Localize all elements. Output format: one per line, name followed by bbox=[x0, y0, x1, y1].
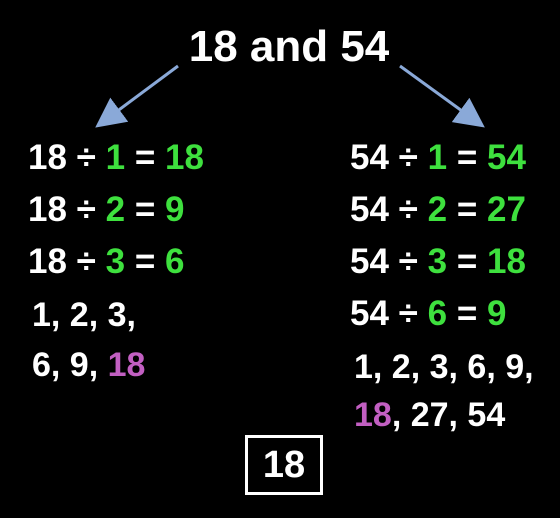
divide-sign: ÷ bbox=[398, 138, 418, 177]
answer-box: 18 bbox=[245, 435, 323, 495]
equals-sign: = bbox=[456, 294, 478, 333]
divide-sign: ÷ bbox=[398, 242, 418, 281]
left-equation: 18 ÷ 1 = 18 bbox=[28, 138, 204, 178]
right-arrow bbox=[399, 64, 485, 128]
quotient: 9 bbox=[487, 294, 507, 333]
gcf-highlight: 18 bbox=[107, 346, 146, 384]
divide-sign: ÷ bbox=[76, 138, 96, 177]
divide-sign: ÷ bbox=[398, 190, 418, 229]
dividend: 18 bbox=[28, 242, 67, 281]
divisor: 2 bbox=[427, 190, 448, 229]
divide-sign: ÷ bbox=[76, 242, 96, 281]
answer-value: 18 bbox=[262, 443, 306, 486]
divide-sign: ÷ bbox=[76, 190, 96, 229]
left-factors-line2: 6, 9, 18 bbox=[32, 346, 145, 385]
divisor: 3 bbox=[427, 242, 448, 281]
quotient: 54 bbox=[487, 138, 526, 177]
dividend: 54 bbox=[350, 242, 389, 281]
equals-sign: = bbox=[456, 138, 478, 177]
gcf-highlight: 18 bbox=[354, 396, 392, 434]
equals-sign: = bbox=[134, 242, 156, 281]
left-equation: 18 ÷ 3 = 6 bbox=[28, 242, 184, 282]
quotient: 9 bbox=[165, 190, 185, 229]
divisor: 1 bbox=[427, 138, 448, 177]
divisor: 6 bbox=[427, 294, 448, 333]
left-factors-line1: 1, 2, 3, bbox=[32, 296, 136, 334]
factor-list-text: , 27, 54 bbox=[391, 396, 506, 434]
equals-sign: = bbox=[134, 138, 156, 177]
dividend: 54 bbox=[350, 190, 389, 229]
equals-sign: = bbox=[134, 190, 156, 229]
quotient: 18 bbox=[165, 138, 204, 177]
dividend: 54 bbox=[350, 138, 389, 177]
equals-sign: = bbox=[456, 190, 478, 229]
right-equation: 54 ÷ 3 = 18 bbox=[350, 242, 526, 282]
right-equation: 54 ÷ 1 = 54 bbox=[350, 138, 526, 178]
right-equation: 54 ÷ 6 = 9 bbox=[350, 294, 506, 334]
right-equation: 54 ÷ 2 = 27 bbox=[350, 190, 526, 230]
equals-sign: = bbox=[456, 242, 478, 281]
factor-list-text: 6, 9, bbox=[32, 346, 99, 384]
divide-sign: ÷ bbox=[398, 294, 418, 333]
quotient: 27 bbox=[487, 190, 526, 229]
right-factors-line2: 18, 27, 54 bbox=[354, 396, 505, 435]
right-factors-line1: 1, 2, 3, 6, 9, bbox=[354, 348, 534, 386]
divisor: 2 bbox=[105, 190, 126, 229]
left-arrow bbox=[95, 64, 179, 128]
dividend: 18 bbox=[28, 190, 67, 229]
divisor: 3 bbox=[105, 242, 126, 281]
divisor: 1 bbox=[105, 138, 126, 177]
dividend: 18 bbox=[28, 138, 67, 177]
title: 18 and 54 bbox=[188, 22, 390, 71]
left-equation: 18 ÷ 2 = 9 bbox=[28, 190, 184, 230]
quotient: 18 bbox=[487, 242, 526, 281]
quotient: 6 bbox=[165, 242, 185, 281]
dividend: 54 bbox=[350, 294, 389, 333]
